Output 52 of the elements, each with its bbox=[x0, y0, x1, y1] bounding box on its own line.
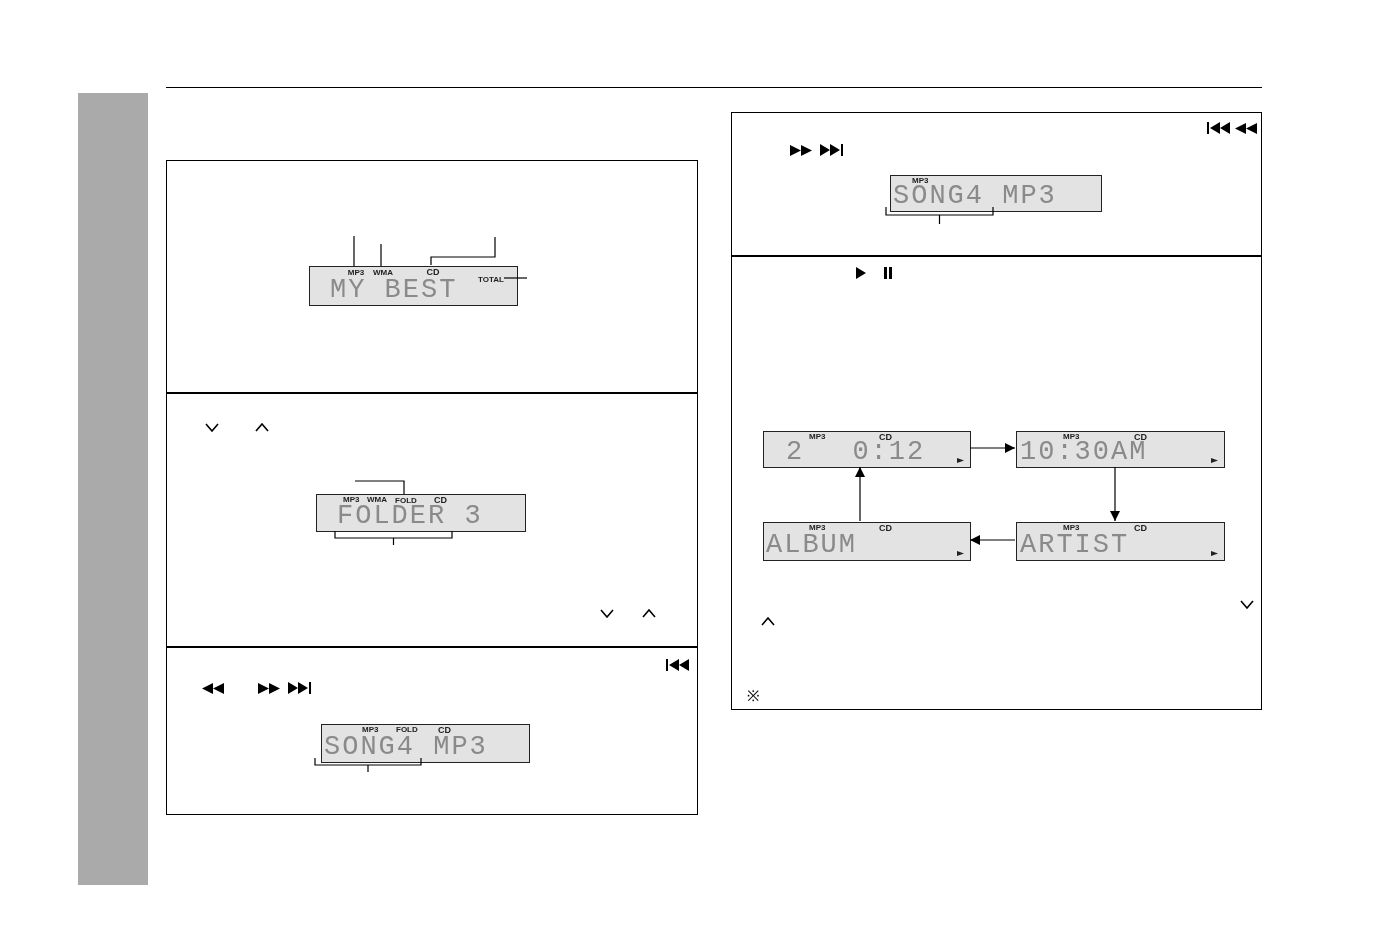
indicator-label: MP3 bbox=[1063, 433, 1080, 441]
indicator-label: CD bbox=[434, 496, 447, 505]
instruction-panel bbox=[731, 112, 1262, 256]
indicator-label: MP3 bbox=[362, 726, 379, 734]
leader-line bbox=[380, 243, 382, 267]
reference-mark: ※ bbox=[747, 688, 760, 703]
display-text: ARTIST bbox=[1020, 532, 1130, 559]
indicator-label: WMA bbox=[367, 496, 387, 504]
instruction-panel bbox=[166, 647, 698, 815]
indicator-label: CD bbox=[879, 433, 892, 442]
leader-line bbox=[430, 236, 496, 266]
lcd-display bbox=[763, 522, 971, 561]
indicator-label: CD bbox=[1134, 524, 1147, 533]
display-text: 2 0:12 bbox=[786, 439, 926, 466]
indicator-label: CD bbox=[438, 726, 451, 735]
lcd-display bbox=[1016, 431, 1225, 468]
instruction-panel bbox=[731, 256, 1262, 710]
display-text: ALBUM bbox=[766, 532, 857, 559]
display-text: MY BEST bbox=[330, 277, 458, 304]
arrow bbox=[969, 535, 1016, 545]
instruction-panel bbox=[166, 160, 698, 393]
indicator-label: MP3 bbox=[1063, 524, 1080, 532]
indicator-label: MP3 bbox=[343, 496, 360, 504]
display-text: SONG4 MP3 bbox=[324, 734, 488, 761]
arrow bbox=[855, 466, 865, 522]
lcd-display bbox=[1016, 522, 1225, 561]
display-text: 10:30AM bbox=[1020, 439, 1148, 466]
display-text: SONG4 MP3 bbox=[893, 183, 1057, 210]
indicator-label: FOLD bbox=[396, 726, 418, 734]
lcd-display bbox=[763, 431, 971, 468]
lcd-display bbox=[321, 724, 530, 763]
arrow bbox=[1110, 466, 1120, 522]
indicator-label: MP3 bbox=[912, 177, 929, 185]
side-tab bbox=[78, 93, 148, 885]
indicator-label: MP3 bbox=[347, 269, 365, 277]
indicator-label: CD bbox=[426, 268, 440, 277]
instruction-panel bbox=[166, 393, 698, 647]
indicator-label: WMA bbox=[373, 269, 393, 277]
indicator-label: CD bbox=[1134, 433, 1147, 442]
display-text: FOLDER 3 bbox=[337, 503, 483, 530]
arrow bbox=[969, 443, 1016, 453]
leader-line bbox=[354, 480, 405, 495]
leader-line bbox=[503, 277, 528, 279]
indicator-label: TOTAL bbox=[478, 276, 504, 284]
indicator-label: CD bbox=[879, 524, 892, 533]
lcd-display bbox=[890, 175, 1102, 212]
lcd-display bbox=[309, 266, 518, 306]
indicator-label: MP3 bbox=[809, 433, 826, 441]
indicator-label: MP3 bbox=[809, 524, 826, 532]
lcd-display bbox=[316, 494, 526, 532]
leader-line bbox=[353, 235, 355, 267]
indicator-label: FOLD bbox=[395, 497, 417, 505]
